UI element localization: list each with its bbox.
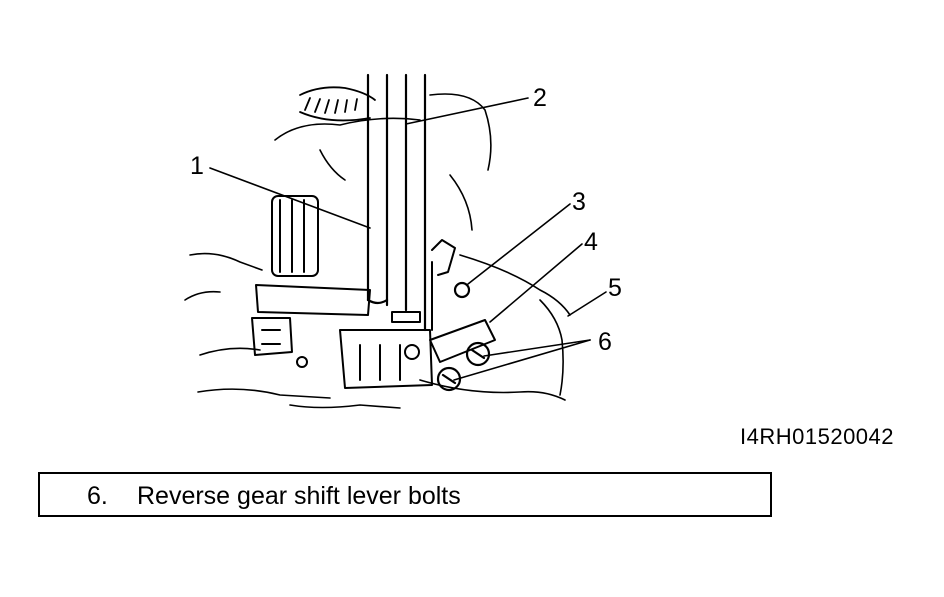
leader-1 — [209, 167, 371, 229]
leader-2 — [405, 97, 529, 125]
leader-6b — [453, 339, 591, 381]
callout-1: 1 — [190, 152, 204, 180]
callout-6: 6 — [598, 328, 612, 356]
leader-4 — [489, 243, 583, 323]
shift-fork-sketch — [251, 195, 371, 356]
shift-shafts — [366, 73, 427, 332]
housing-sketch — [184, 93, 571, 409]
leader-5 — [567, 291, 607, 317]
callout-3: 3 — [572, 188, 586, 216]
shift-block-sketch — [296, 239, 496, 389]
callout-2: 2 — [533, 84, 547, 112]
reverse-lever-bolts — [436, 281, 491, 392]
legend-text: Reverse gear shift lever bolts — [137, 482, 461, 510]
figure-code: I4RH01520042 — [740, 424, 895, 449]
callout-leaders — [209, 97, 607, 381]
callout-4: 4 — [584, 228, 598, 256]
legend-number: 6. — [87, 482, 108, 510]
legend-box: 6. Reverse gear shift lever bolts — [38, 472, 772, 517]
callout-5: 5 — [608, 274, 622, 302]
gear-sketch — [299, 86, 376, 122]
leader-3 — [467, 203, 571, 285]
leader-6a — [483, 339, 591, 357]
